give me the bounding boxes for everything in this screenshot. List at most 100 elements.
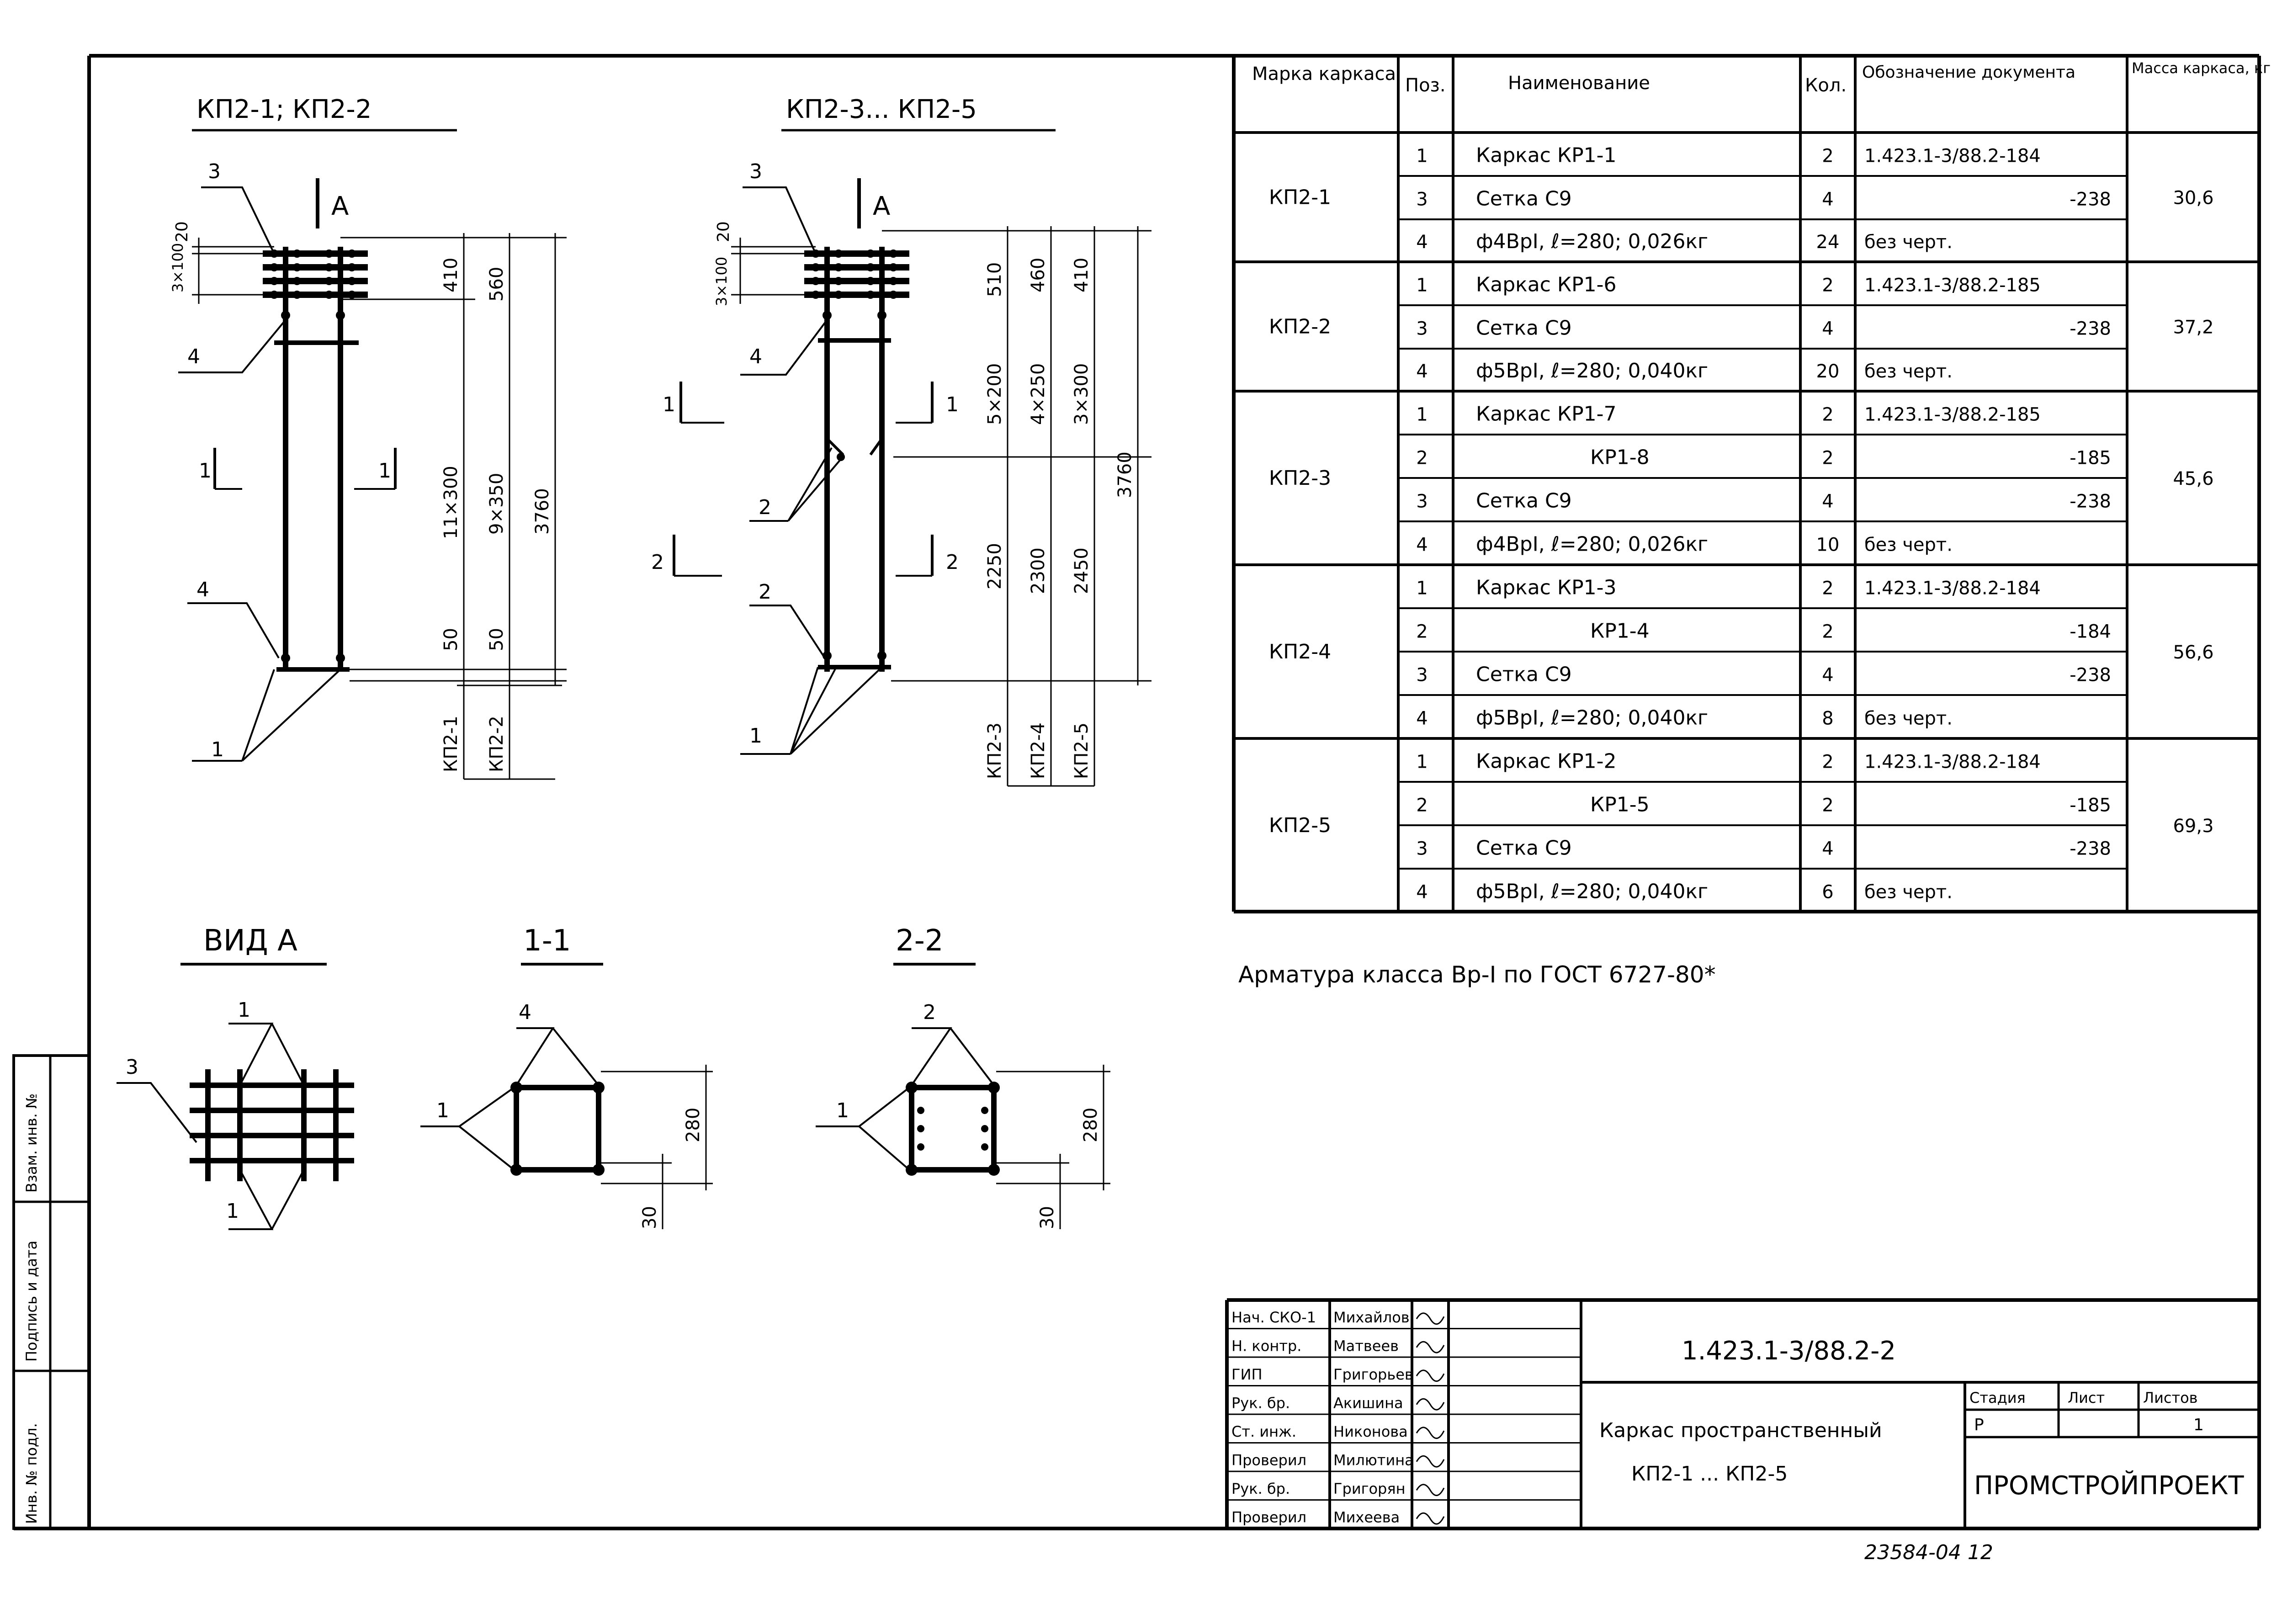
spec-poz: 4 [1416,882,1428,903]
spec-kol: 4 [1822,318,1833,340]
view-a-callout-1-top: 1 [238,998,250,1022]
spec-mass: 56,6 [2173,642,2213,663]
section-mark-2-mid-left: 2 [651,551,664,574]
section-1-1-drawing: 4 1 280 30 [420,1001,713,1229]
stamp-replacement-label: Взам. инв. № [23,1093,40,1193]
dim-2250: 2250 [984,543,1005,589]
spec-poz: 4 [1416,361,1428,382]
footer-number: 23584-04 12 [1864,1541,1993,1564]
sheet-frame [14,54,2261,1530]
dim-3760-left: 3760 [532,488,553,535]
spec-doc: -238 [2070,189,2111,210]
tb-name: Акишина [1333,1394,1403,1412]
spec-name: ф4ВрI, ℓ=280; 0,026кг [1476,533,1708,556]
tb-name: Милютина [1333,1451,1414,1469]
spec-name: Сетка С9 [1476,187,1572,211]
tb-role: Ст. инж. [1231,1423,1296,1440]
spec-poz: 1 [1416,404,1428,425]
callout-3-left: 3 [208,160,221,183]
dim-5x200: 5×200 [984,363,1005,425]
signature-mark [1416,1455,1445,1468]
spec-marka: КП2-5 [1269,814,1331,837]
spec-poz: 3 [1416,318,1428,340]
view-titles: КП2-1; КП2-2 КП2-3... КП2-5 ВИД А 1-1 2-… [180,95,1056,966]
signature-mark [1416,1369,1445,1382]
spec-kol: 4 [1822,491,1833,512]
spec-doc: -238 [2070,491,2111,512]
tb-role: Рук. бр. [1231,1394,1290,1412]
spec-name: ф4ВрI, ℓ=280; 0,026кг [1476,230,1708,253]
spec-name: КР1-5 [1590,793,1650,817]
s22-callout-1: 1 [836,1099,849,1122]
dim-460: 460 [1028,258,1049,292]
spec-kol: 6 [1822,882,1833,903]
label-kp2-4: КП2-4 [1028,722,1049,779]
dim-560-left: 560 [486,267,507,302]
stamp-inventory-label: Инв. № подл. [23,1423,40,1524]
spec-name: ф5ВрI, ℓ=280; 0,040кг [1476,359,1708,382]
dim-20-left: 20 [173,221,191,242]
hdr-doc: Обозначение документа [1862,63,2075,82]
sheets-value: 1 [2193,1416,2204,1434]
spec-poz: 4 [1416,708,1428,729]
dim-2450: 2450 [1071,547,1092,594]
section-mark-1-mid-left: 1 [663,393,675,416]
dim-410-mid: 410 [1071,258,1092,292]
spec-kol: 4 [1822,189,1833,210]
dim-3x100-mid: 3×100 [713,257,730,306]
left-view-title: КП2-1; КП2-2 [196,95,371,124]
spec-kol: 4 [1822,665,1833,686]
section-2-2-drawing: 2 1 280 30 [816,1001,1110,1229]
spec-doc: -185 [2070,795,2111,816]
drawing-subtitle: КП2-1 ... КП2-5 [1631,1462,1788,1486]
label-kp2-2: КП2-2 [486,716,507,772]
spec-doc: 1.423.1-3/88.2-185 [1864,275,2041,296]
spec-poz: 3 [1416,189,1428,210]
view-a-callout-3: 3 [126,1056,138,1079]
tb-role: ГИП [1231,1366,1263,1383]
section-mark-1-left: 1 [199,459,212,483]
callout-1-left: 1 [211,738,224,761]
doc-code: 1.423.1-3/88.2-2 [1682,1336,1896,1366]
stage-value: Р [1974,1416,1984,1434]
spec-kol: 2 [1822,795,1833,816]
spec-kol: 24 [1816,232,1840,253]
dim-3x300: 3×300 [1071,363,1092,425]
label-kp2-1: КП2-1 [440,716,462,772]
section-1-1-title: 1-1 [523,924,571,958]
callout-4-left-bottom: 4 [196,578,209,601]
dim-2300: 2300 [1028,547,1049,594]
tb-role: Нач. СКО-1 [1231,1309,1316,1326]
spec-kol: 8 [1822,708,1833,729]
s22-dim-30: 30 [1037,1206,1058,1229]
spec-name: Каркас КР1-2 [1476,750,1616,773]
signature-mark [1416,1512,1445,1525]
view-a-title: ВИД А [203,924,297,958]
dim-510: 510 [984,262,1005,297]
spec-marka: КП2-1 [1269,186,1331,209]
dim-9x350: 9×350 [486,473,507,535]
tb-role: Н. контр. [1231,1337,1301,1354]
hdr-name: Наименование [1508,73,1650,94]
spec-marka: КП2-2 [1269,315,1331,339]
mid-elevation: А 20 3×100 3 4 2 [651,160,1152,787]
hdr-poz: Поз. [1405,75,1446,96]
mid-view-title: КП2-3... КП2-5 [786,95,977,124]
spec-doc: 1.423.1-3/88.2-184 [1864,578,2041,599]
spec-poz: 2 [1416,448,1428,469]
spec-poz: 4 [1416,535,1428,556]
spec-name: Сетка С9 [1476,663,1572,686]
spec-poz: 3 [1416,839,1428,860]
s11-callout-1: 1 [436,1099,449,1122]
spec-doc: без черт. [1864,535,1953,556]
spec-doc: -185 [2070,448,2111,469]
dim-3760-mid: 3760 [1114,451,1136,498]
spec-name: КР1-8 [1590,446,1650,469]
spec-kol: 2 [1822,404,1833,425]
spec-doc: 1.423.1-3/88.2-184 [1864,752,2041,773]
signature-mark [1416,1398,1445,1411]
signature-mark [1416,1341,1445,1353]
callout-1-mid: 1 [749,724,762,748]
